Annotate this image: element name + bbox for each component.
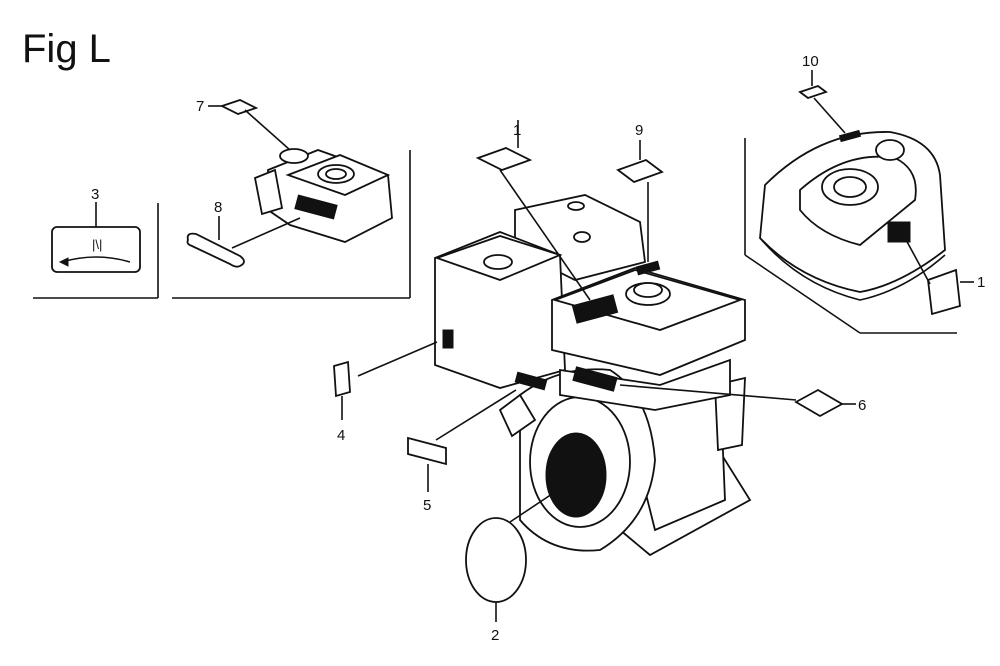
callout-9 [616, 140, 664, 262]
engine-assembly [434, 194, 752, 557]
callout-number-1: 1 [513, 122, 521, 139]
figure-title: Fig L [22, 27, 111, 71]
callout-number-10: 10 [802, 53, 819, 70]
callout-number-1-right: 1 [977, 274, 985, 291]
callout-2 [465, 491, 556, 622]
callout-number-2: 2 [491, 627, 499, 644]
callout-5 [407, 389, 517, 492]
callout-number-4: 4 [337, 427, 345, 444]
callout-6 [619, 384, 856, 418]
callout-number-6: 6 [858, 397, 866, 414]
svg-text:|\|: |\| [92, 237, 102, 252]
callout-1-top [475, 120, 591, 301]
callout-number-5: 5 [423, 497, 431, 514]
inset-label-3: |\| [33, 202, 159, 299]
callout-4 [333, 341, 438, 420]
callout-number-3: 3 [91, 186, 99, 203]
inset-air-cleaner [172, 99, 411, 299]
callout-number-9: 9 [635, 122, 643, 139]
callout-number-8: 8 [214, 199, 222, 216]
inset-muffler-cover [744, 70, 974, 334]
callout-number-7: 7 [196, 98, 204, 115]
